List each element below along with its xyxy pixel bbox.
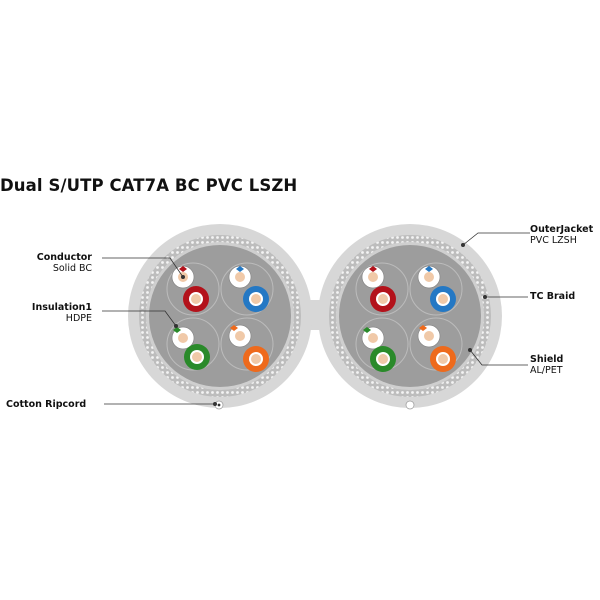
braid-label: TC Braid — [530, 291, 575, 302]
outer-jacket-sub: PVC LZSH — [530, 235, 577, 246]
pair-orange — [220, 317, 274, 372]
leader-shield — [469, 349, 528, 366]
core — [149, 245, 291, 387]
leader-insulation — [102, 310, 177, 327]
insulation-label: Insulation1 HDPE — [32, 302, 92, 324]
outer-jacket-name: OuterJacket — [530, 224, 594, 235]
ripcord — [405, 400, 415, 410]
braid-name: TC Braid — [530, 291, 576, 302]
shield-sub: AL/PET — [530, 365, 563, 376]
pair-blue — [409, 262, 463, 316]
leader-outer-jacket — [462, 232, 530, 246]
right-cable-unit — [329, 235, 491, 410]
conductor-label: Conductor Solid BC — [37, 252, 92, 274]
pair-green — [355, 317, 409, 372]
insulation-sub: HDPE — [65, 313, 92, 324]
pair-blue — [220, 262, 274, 316]
core — [339, 245, 481, 387]
leader-lines — [102, 232, 530, 406]
pair-brown — [355, 262, 409, 316]
outer-jacket-label: OuterJacket PVC LZSH — [530, 224, 593, 246]
leader-conductor — [102, 257, 184, 278]
ripcord-name: Cotton Ripcord — [6, 399, 87, 410]
pair-orange — [409, 317, 463, 372]
shield-label: Shield AL/PET — [530, 354, 563, 376]
insulation-name: Insulation1 — [31, 302, 92, 313]
ripcord-label: Cotton Ripcord — [6, 399, 86, 410]
conductor-sub: Solid BC — [52, 263, 92, 274]
conductor-name: Conductor — [36, 252, 92, 263]
shield-name: Shield — [530, 354, 564, 365]
diagram-title: Dual S/UTP CAT7A BC PVC LSZH — [0, 176, 298, 195]
pair-green — [166, 317, 220, 371]
